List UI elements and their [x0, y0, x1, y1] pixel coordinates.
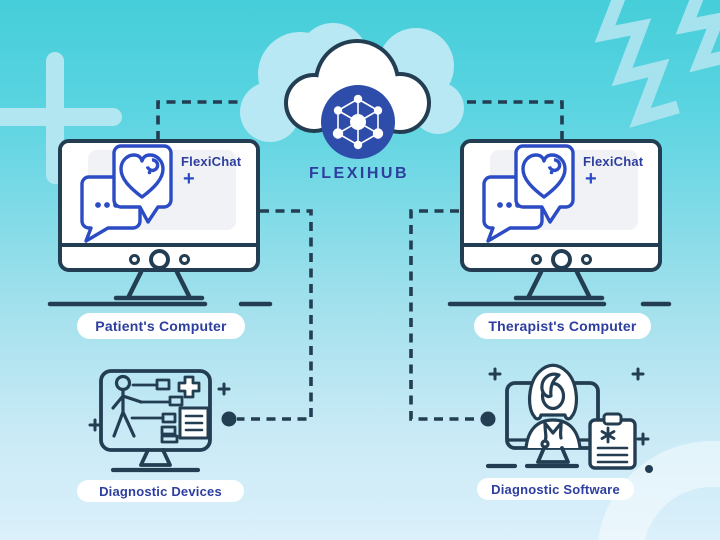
flexichat-chat-bubbles-icon — [80, 144, 173, 243]
network-hub-icon — [332, 94, 384, 150]
monitor-stands — [113, 269, 605, 301]
therapist-computer-screen: FlexiChat + — [464, 143, 658, 247]
monitor-bezel — [464, 247, 658, 272]
flexichat-label: FlexiChat — [583, 154, 644, 169]
plus-glyph: + — [183, 168, 195, 190]
bezel-dot — [178, 254, 190, 265]
bezel-camera — [148, 249, 170, 270]
caption-text: Therapist's Computer — [488, 318, 637, 334]
doctor-on-screen-icon — [485, 363, 637, 470]
doctor-figure — [524, 363, 582, 450]
body-scan-figure — [111, 374, 143, 438]
ring-decor — [598, 441, 720, 540]
therapist-computer-monitor: FlexiChat + — [460, 139, 662, 272]
medical-cross-icon — [177, 375, 201, 399]
caption-text: Diagnostic Devices — [99, 483, 222, 499]
flexihub-cloud — [240, 23, 464, 159]
report-panel — [178, 406, 210, 440]
patient-computer-monitor: FlexiChat + — [58, 139, 260, 272]
dashed-connector-lines — [156, 100, 564, 421]
flexihub-label: FLEXIHUB — [309, 165, 409, 182]
clipboard-icon — [588, 412, 637, 470]
heart-icon — [521, 153, 567, 199]
patient-computer-caption: Patient's Computer — [77, 313, 245, 339]
patient-computer-screen: FlexiChat + — [62, 143, 256, 247]
heart-icon — [119, 153, 165, 199]
diagnostic-devices-caption: Diagnostic Devices — [77, 480, 244, 502]
monitor-bezel — [62, 247, 256, 272]
bezel-dot — [128, 254, 140, 265]
zigzag-decor — [594, 0, 720, 128]
plus-glyph: + — [585, 168, 597, 190]
therapist-computer-caption: Therapist's Computer — [474, 313, 651, 339]
flexichat-chat-bubbles-icon — [482, 144, 575, 243]
flowchart-links — [130, 378, 184, 444]
diagnostic-software-caption: Diagnostic Software — [477, 478, 634, 500]
bezel-camera — [550, 249, 572, 270]
caption-text: Patient's Computer — [95, 318, 227, 334]
bezel-dot — [580, 254, 592, 265]
caption-text: Diagnostic Software — [491, 481, 620, 497]
flexichat-label: FlexiChat — [181, 154, 242, 169]
plus-mark-decors — [88, 367, 650, 446]
diagnostic-monitor-icon — [99, 369, 212, 473]
bezel-dot — [530, 254, 542, 265]
